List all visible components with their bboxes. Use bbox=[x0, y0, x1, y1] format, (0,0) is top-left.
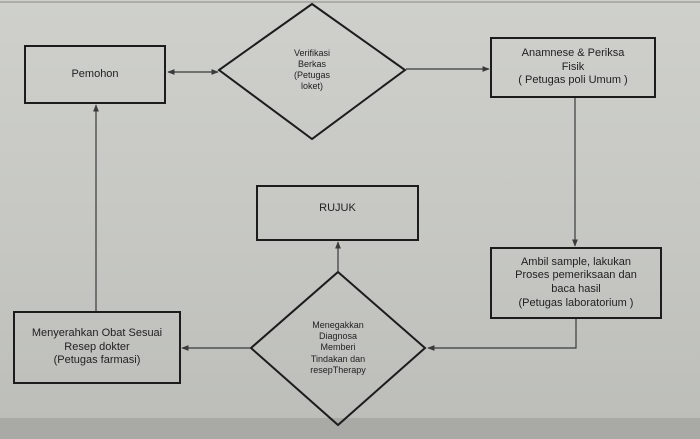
verifikasi-label: Verifikasi Berkas (Petugas loket) bbox=[293, 47, 331, 92]
verifikasi-diamond bbox=[217, 2, 407, 141]
rujuk-box bbox=[256, 185, 419, 241]
anamnese-label: Anamnese & Periksa Fisik ( Petugas poli … bbox=[518, 46, 628, 87]
pemohon-label: Pemohon bbox=[71, 67, 119, 80]
menegakkan-label: Menegakkan Diagnosa Memberi Tindakan dan… bbox=[310, 319, 366, 375]
arrow-ambil-sample-menegakkan bbox=[427, 319, 577, 351]
menyerahkan-node: Menyerahkan Obat Sesuai Resep dokter (Pe… bbox=[14, 312, 180, 383]
ambil-sample-node: Ambil sample, lakukan Proses pemeriksaan… bbox=[491, 248, 661, 318]
menegakkan-diamond bbox=[249, 270, 427, 427]
page-bottom-shadow bbox=[0, 418, 700, 439]
ambil-sample-label: Ambil sample, lakukan Proses pemeriksaan… bbox=[515, 255, 637, 309]
verifikasi-node: Verifikasi Berkas (Petugas loket) bbox=[262, 34, 362, 106]
menyerahkan-label: Menyerahkan Obat Sesuai Resep dokter (Pe… bbox=[31, 326, 163, 367]
rujuk-label: RUJUK bbox=[319, 202, 356, 215]
rujuk-node: RUJUK bbox=[257, 186, 418, 232]
pemohon-node: Pemohon bbox=[25, 46, 165, 103]
pemohon-box bbox=[24, 45, 166, 104]
anamnese-box bbox=[490, 37, 656, 98]
menegakkan-node: Menegakkan Diagnosa Memberi Tindakan dan… bbox=[283, 308, 393, 388]
menyerahkan-box bbox=[13, 311, 181, 384]
ambil-sample-box bbox=[490, 247, 662, 319]
anamnese-node: Anamnese & Periksa Fisik ( Petugas poli … bbox=[491, 38, 655, 97]
